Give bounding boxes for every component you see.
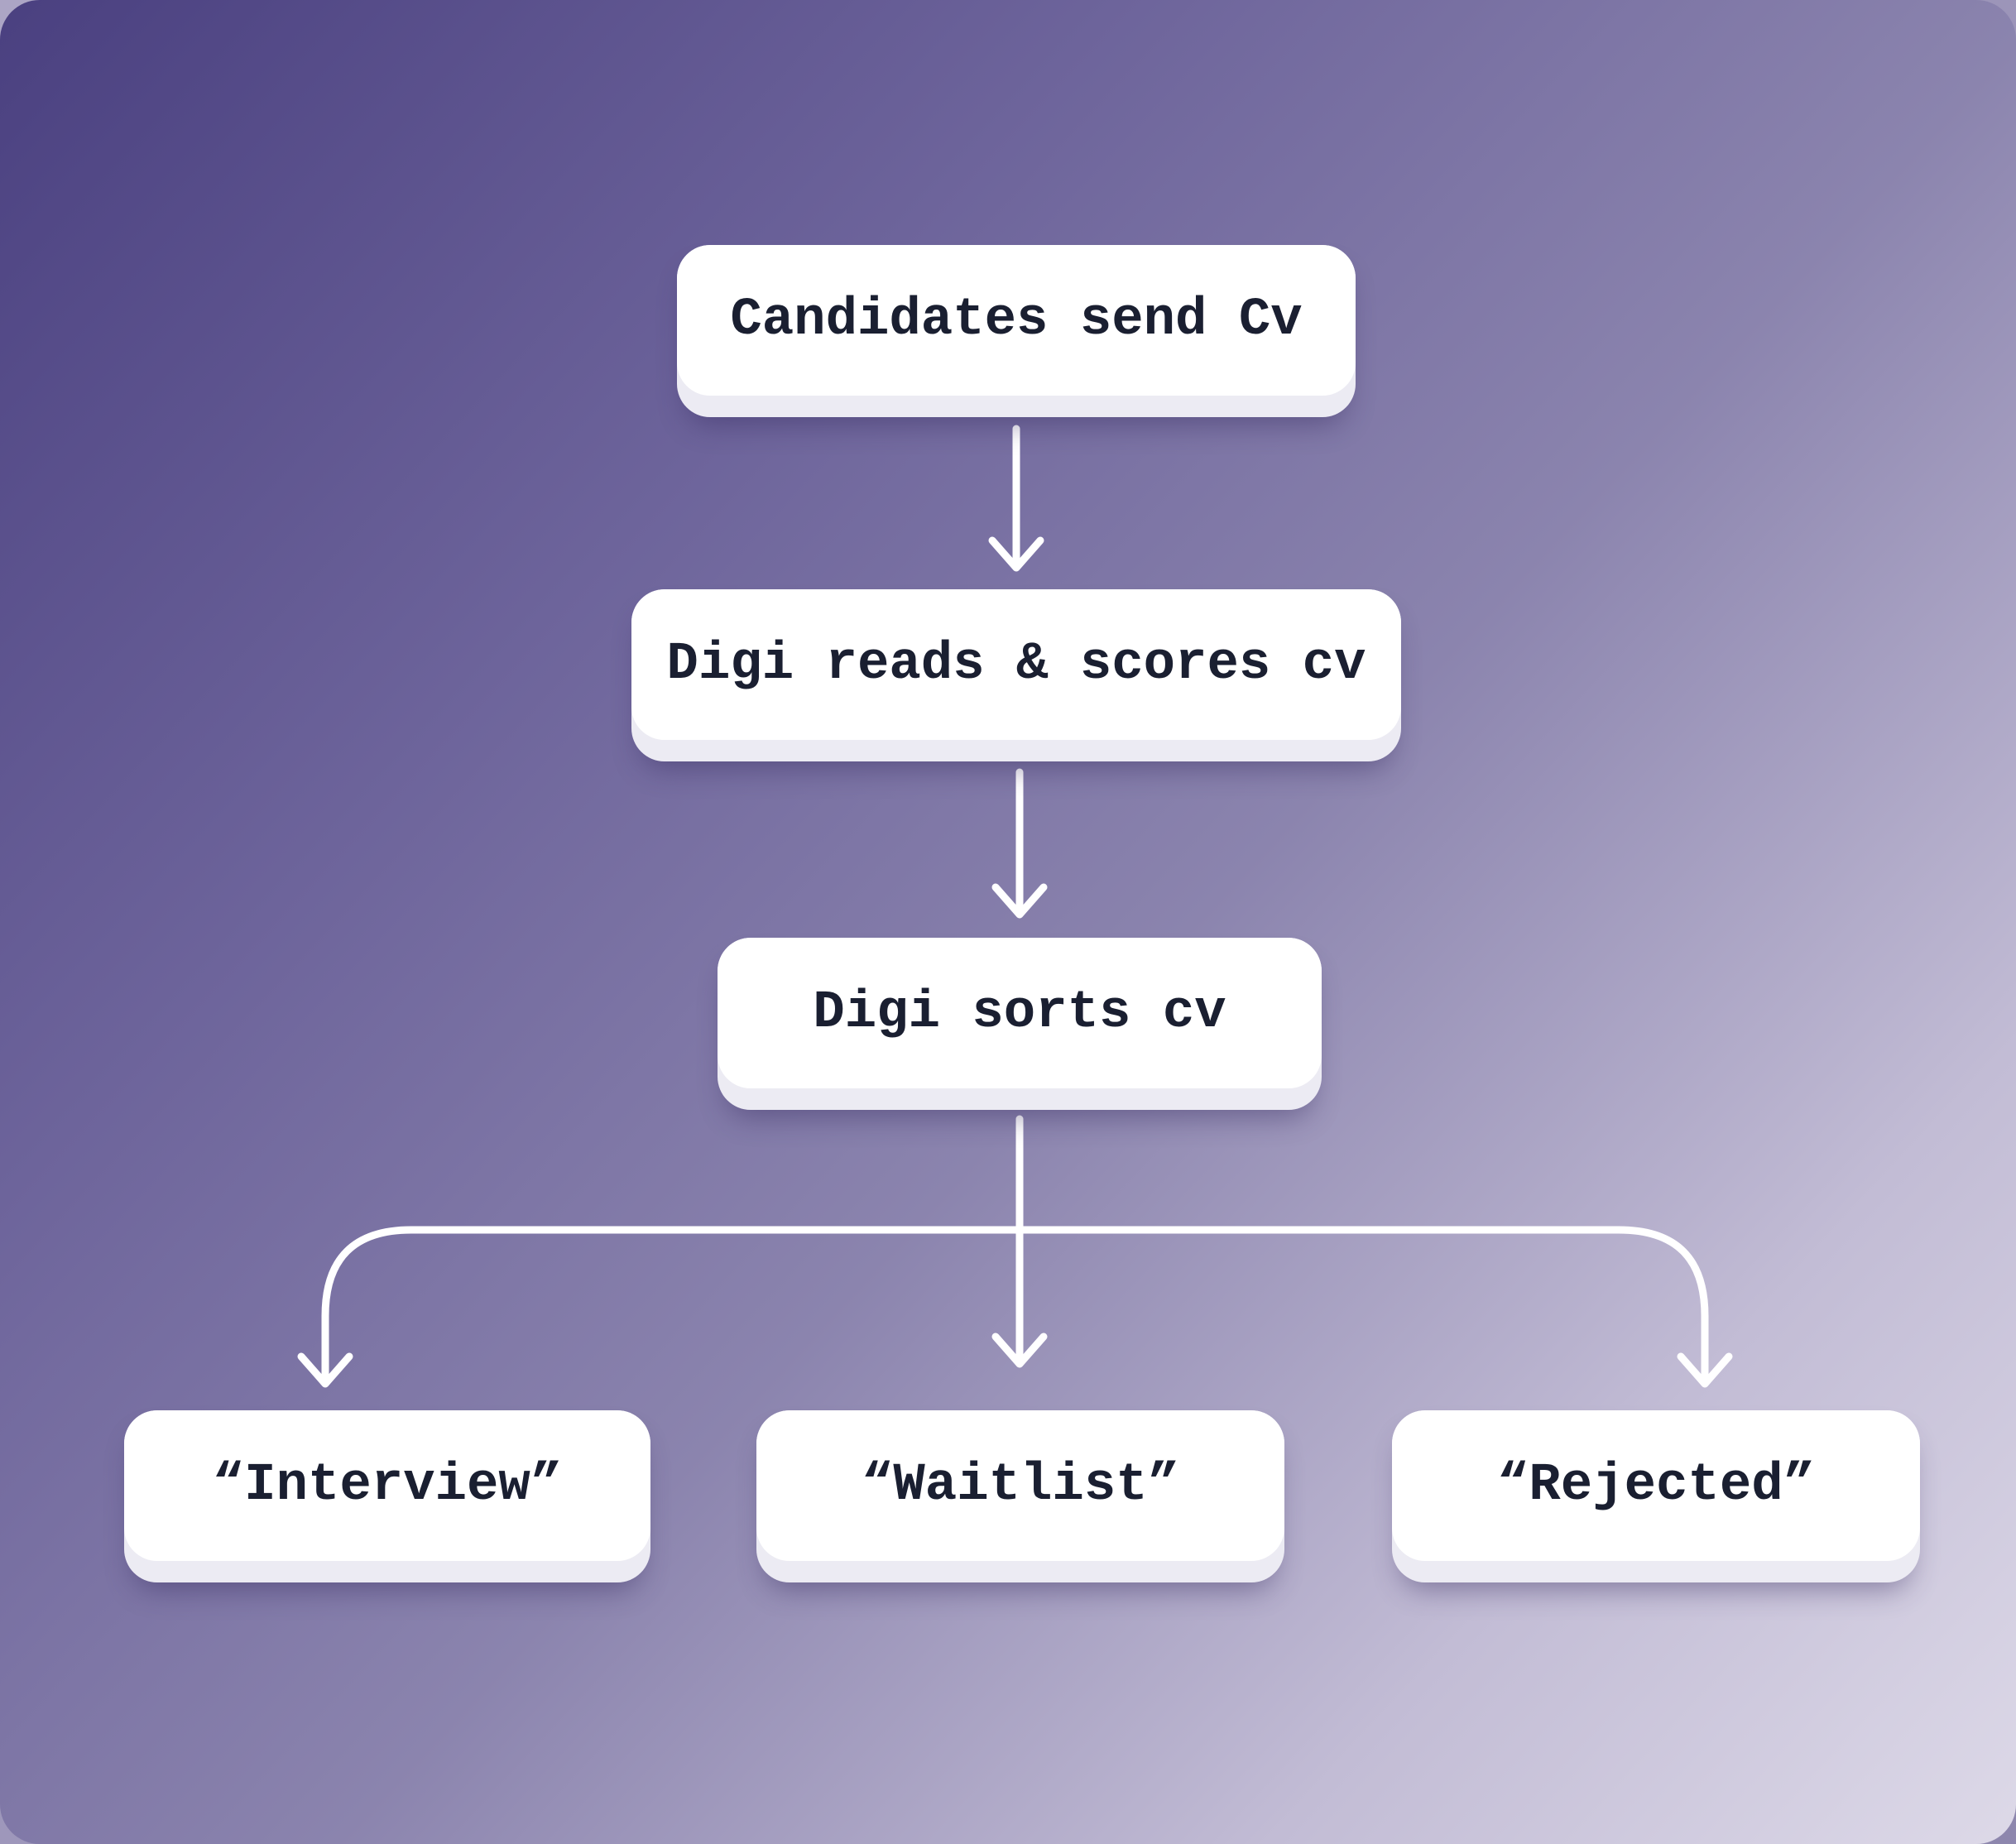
- flow-node-face: Candidates send Cv: [677, 245, 1356, 396]
- flow-node-label: “Waitlist”: [861, 1456, 1180, 1515]
- edge-sorts-branch-rail: [321, 1226, 1709, 1385]
- arrow-down-icon: [988, 536, 1044, 572]
- flow-node-label: Digi sorts cv: [813, 983, 1226, 1043]
- flow-node-digi-reads-scores-cv: Digi reads & scores cv: [631, 589, 1401, 761]
- flow-node-label: “Rejected”: [1496, 1456, 1816, 1515]
- flow-node-face: “Waitlist”: [756, 1410, 1284, 1561]
- arrow-down-icon: [991, 883, 1048, 919]
- flow-node-face: Digi sorts cv: [718, 938, 1322, 1088]
- flow-node-label: Candidates send Cv: [730, 291, 1303, 350]
- flow-node-label: “Interview”: [212, 1456, 563, 1515]
- flow-node-interview: “Interview”: [124, 1410, 650, 1582]
- flow-node-candidates-send-cv: Candidates send Cv: [677, 245, 1356, 417]
- flow-node-label: Digi reads & scores cv: [666, 635, 1366, 694]
- arrow-down-icon: [991, 1333, 1048, 1368]
- flow-node-rejected: “Rejected”: [1392, 1410, 1920, 1582]
- flow-node-face: Digi reads & scores cv: [631, 589, 1401, 740]
- flow-node-face: “Interview”: [124, 1410, 650, 1561]
- flow-node-digi-sorts-cv: Digi sorts cv: [718, 938, 1322, 1110]
- flow-node-face: “Rejected”: [1392, 1410, 1920, 1561]
- arrow-down-icon: [1677, 1352, 1733, 1388]
- arrow-down-icon: [297, 1352, 353, 1388]
- flow-node-waitlist: “Waitlist”: [756, 1410, 1284, 1582]
